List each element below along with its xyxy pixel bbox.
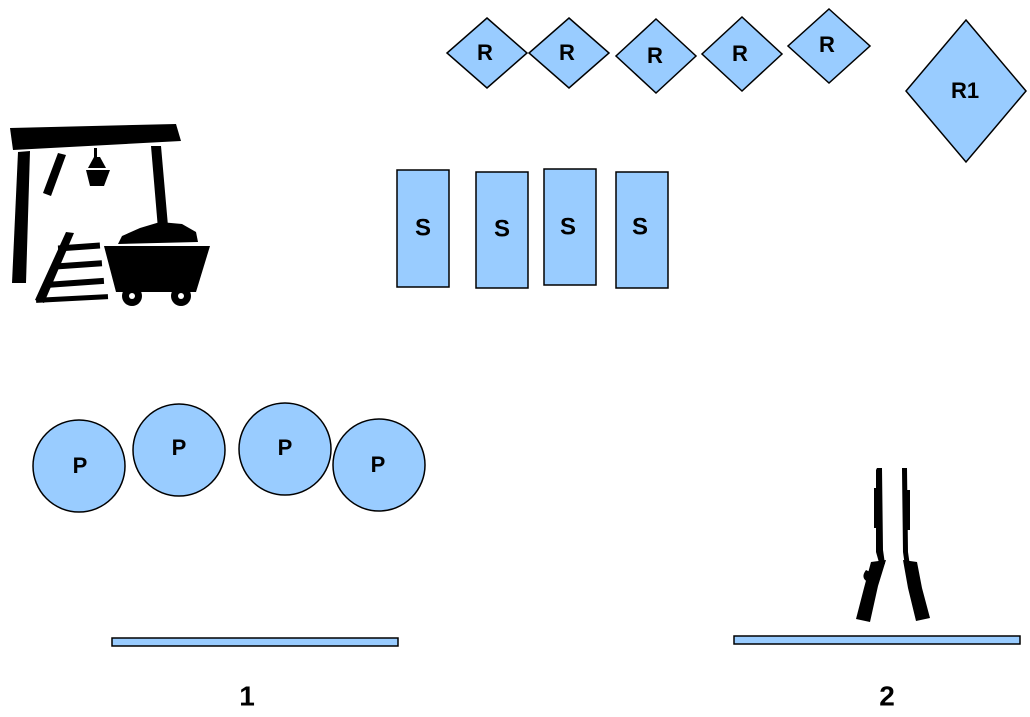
rotating-target-label: R <box>647 43 663 68</box>
plate-targets: P P P P <box>32 402 426 513</box>
plate-target: P <box>238 402 332 496</box>
plate-target-label: P <box>172 435 187 460</box>
plate-target-label: P <box>73 453 88 478</box>
shooting-table <box>733 635 1021 645</box>
rotating-target: R <box>700 15 784 93</box>
steel-target: S <box>543 168 597 286</box>
shooting-table <box>111 637 399 647</box>
rotating-target-label: R <box>819 32 835 57</box>
steel-target-label: S <box>560 213 576 240</box>
rotating-target: R <box>614 17 698 95</box>
steel-target: S <box>475 171 529 289</box>
plate-target-label: P <box>371 452 386 477</box>
steel-target-label: S <box>494 215 510 242</box>
rotating-target: R <box>786 7 872 85</box>
rotating-target: R <box>527 17 611 89</box>
station-number: 1 <box>239 680 255 711</box>
rotating-target-label: R <box>477 40 493 65</box>
rotating-target-label: R <box>732 41 748 66</box>
steel-target-label: S <box>632 213 648 240</box>
steel-targets: S S S S <box>396 168 669 289</box>
steel-target: S <box>615 171 669 289</box>
rotating-targets: R R R R R R1 <box>445 7 1027 164</box>
station-number: 2 <box>879 680 895 711</box>
rotating-target-large: R1 <box>905 18 1027 164</box>
rotating-target-large-label: R1 <box>951 78 979 103</box>
steel-target: S <box>396 169 450 288</box>
plate-target: P <box>132 403 226 497</box>
steel-target-label: S <box>415 214 431 241</box>
mine-cart-gallows-icon <box>10 124 210 306</box>
station-2: 2 <box>733 635 1021 711</box>
plate-target-label: P <box>278 435 293 460</box>
staged-rifles-icon <box>856 468 930 622</box>
station-1: 1 <box>111 637 399 711</box>
plate-target: P <box>32 419 126 513</box>
rotating-target: R <box>445 17 529 89</box>
rotating-target-label: R <box>559 40 575 65</box>
plate-target: P <box>332 418 426 512</box>
